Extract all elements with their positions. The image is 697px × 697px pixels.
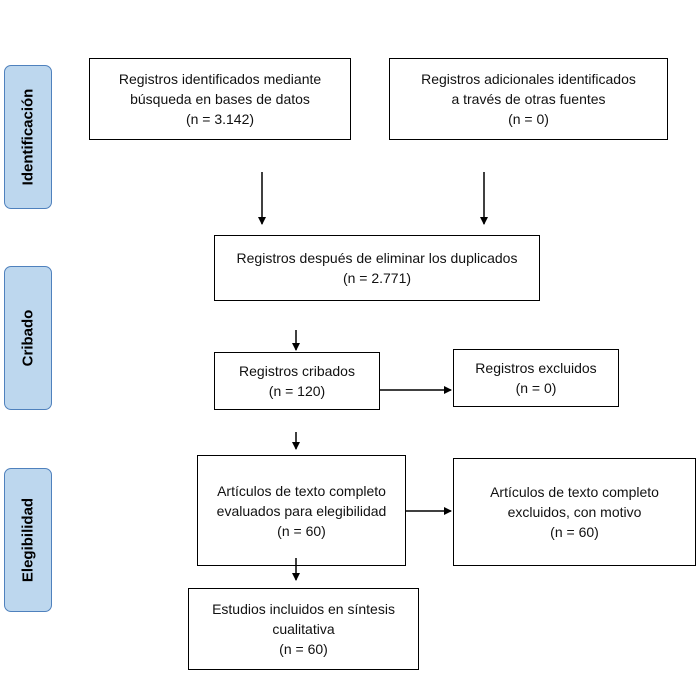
stage-identification: Identificación — [4, 65, 52, 209]
fulltext-excluded-line2: excluidos, con motivo — [507, 504, 642, 520]
stage-screening: Cribado — [4, 266, 52, 410]
excluded-line1: Registros excluidos — [475, 360, 597, 376]
db-records-count: (n = 3.142) — [185, 111, 255, 127]
stage-eligibility: Elegibilidad — [4, 468, 52, 612]
fulltext-line2: evaluados para elegibilidad — [216, 502, 387, 519]
fulltext-excluded-line1: Artículos de texto completo — [490, 484, 659, 500]
fulltext-excluded-count: (n = 60) — [550, 524, 599, 540]
screened-box: Registros cribados (n = 120) — [214, 352, 380, 410]
other-records-line1: Registros adicionales identificados — [421, 71, 636, 87]
db-records-line2: búsqueda en bases de datos — [130, 91, 310, 107]
fulltext-excluded-box: Artículos de texto completo excluidos, c… — [453, 458, 696, 566]
included-count: (n = 60) — [279, 641, 328, 657]
fulltext-box: Artículos de texto completo evaluados pa… — [197, 455, 406, 566]
other-records-line2: a través de otras fuentes — [451, 91, 606, 107]
included-line2: cualitativa — [272, 621, 335, 637]
excluded-count: (n = 0) — [515, 380, 557, 396]
fulltext-count: (n = 60) — [277, 522, 326, 539]
excluded-box: Registros excluidos (n = 0) — [453, 349, 619, 407]
db-records-line1: Registros identificados mediante — [118, 71, 322, 87]
deduplicated-count: (n = 2.771) — [342, 270, 412, 286]
screened-count: (n = 120) — [268, 383, 326, 399]
deduplicated-line1: Registros después de eliminar los duplic… — [236, 250, 518, 266]
screened-line1: Registros cribados — [239, 363, 355, 379]
fulltext-line1: Artículos de texto completo — [217, 482, 386, 499]
deduplicated-box: Registros después de eliminar los duplic… — [214, 235, 540, 301]
other-records-box: Registros adicionales identificados a tr… — [389, 58, 668, 140]
included-line1: Estudios incluidos en síntesis — [212, 601, 395, 617]
db-records-box: Registros identificados mediante búsqued… — [89, 58, 351, 140]
other-records-count: (n = 0) — [508, 111, 549, 127]
included-box: Estudios incluidos en síntesis cualitati… — [188, 588, 419, 670]
